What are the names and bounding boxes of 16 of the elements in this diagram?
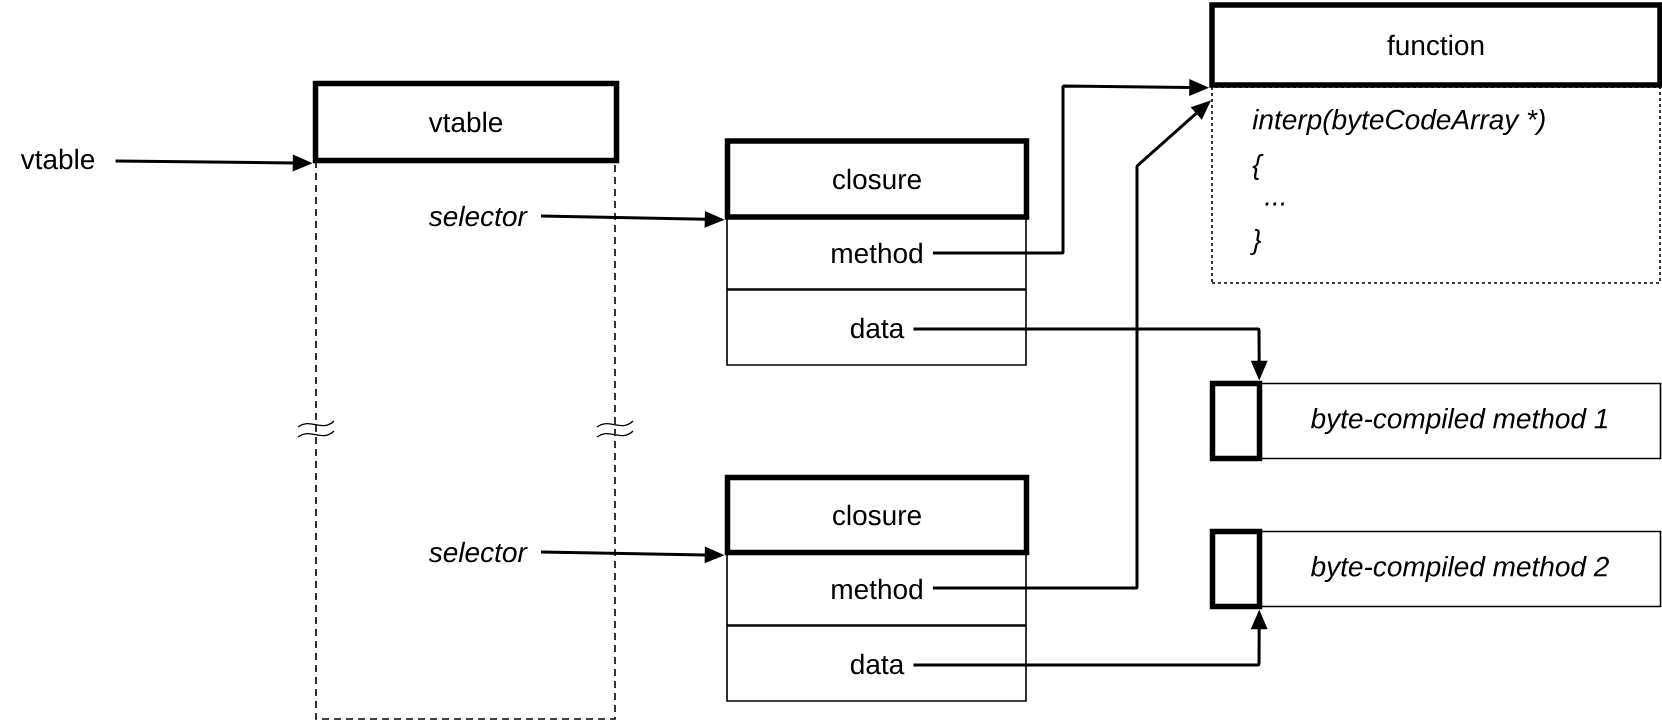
table-cell: data	[726, 289, 1027, 366]
slot-box	[1209, 528, 1263, 610]
code-box: interp(byteCodeArray *) { ... }	[1211, 86, 1661, 284]
method-box: byte-compiled method 2	[1258, 530, 1662, 608]
table-cell: method	[726, 551, 1027, 626]
label-text: selector	[428, 205, 528, 227]
slot-box	[1209, 380, 1263, 462]
label-text: vtable	[20, 148, 95, 170]
header-box: closure	[724, 474, 1030, 556]
table-cell: method	[726, 215, 1027, 290]
table-cell: data	[726, 625, 1027, 702]
label-text: selector	[428, 541, 528, 563]
header-box: vtable	[312, 80, 620, 164]
header-box: closure	[724, 138, 1030, 220]
header-box: function	[1209, 2, 1662, 88]
method-box: byte-compiled method 1	[1258, 382, 1662, 460]
